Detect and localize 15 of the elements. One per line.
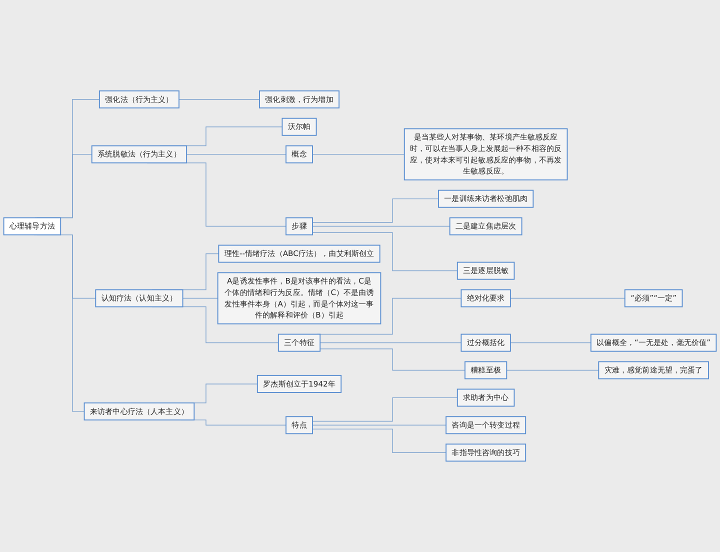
connector bbox=[186, 154, 286, 155]
connector bbox=[312, 232, 458, 272]
connector bbox=[320, 348, 466, 371]
connector bbox=[312, 226, 450, 227]
connector bbox=[320, 342, 462, 344]
connector bbox=[312, 397, 458, 422]
connector bbox=[178, 99, 260, 100]
connector bbox=[182, 298, 218, 299]
connector bbox=[506, 370, 599, 371]
connector bbox=[312, 154, 405, 155]
connector bbox=[510, 342, 592, 344]
connector bbox=[312, 424, 446, 426]
connector bbox=[510, 298, 626, 299]
connector bbox=[312, 428, 446, 453]
connector bbox=[312, 198, 439, 223]
